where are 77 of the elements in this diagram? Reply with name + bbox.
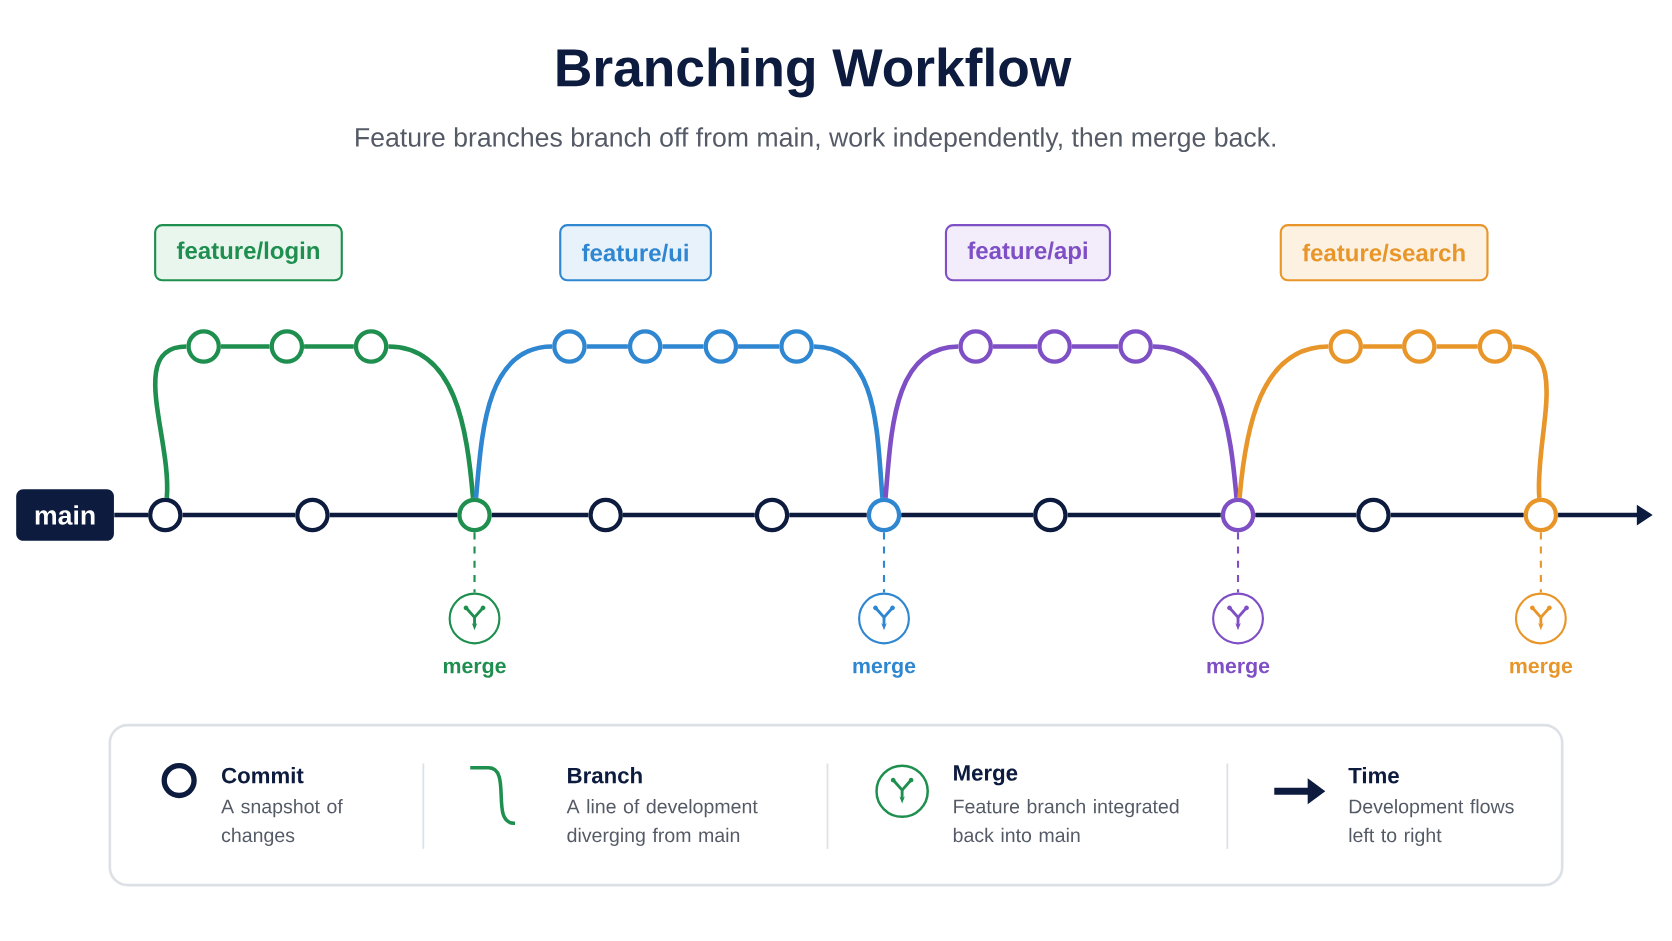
commit-circle: [627, 329, 663, 365]
timeline: [1255, 513, 1357, 518]
timeline: [622, 513, 755, 518]
branch-line: [1071, 344, 1119, 350]
merge-icon: [448, 592, 501, 645]
timeline: [1067, 513, 1221, 518]
branch-line: [1152, 344, 1239, 499]
legend-description: A line of development diverging from main: [566, 799, 758, 847]
commit-circle: [457, 498, 492, 533]
branch-line: [388, 344, 476, 499]
legend-title: Commit: [222, 767, 304, 784]
timeline: [491, 513, 589, 518]
connector-line: [1539, 532, 1542, 593]
branch-label-box: feature/search: [1279, 224, 1489, 282]
commit-circle: [1037, 329, 1072, 365]
branch-line: [152, 344, 187, 499]
branch-line: [738, 344, 780, 350]
commit-circle: [353, 329, 389, 365]
commit-circle: [703, 329, 739, 365]
commit-circle: [1356, 498, 1391, 533]
legend-description: Development flows left to right: [1349, 799, 1514, 847]
timeline: [182, 513, 296, 518]
branch-line: [1511, 344, 1549, 499]
branch-line: [662, 344, 704, 350]
branch-line: [304, 344, 354, 350]
commit-circle: [1477, 329, 1513, 365]
subtitle: Feature branches branch off from main, work independently, then merge back.: [356, 127, 1275, 153]
connector-line: [473, 532, 476, 593]
commit-circle: [866, 498, 902, 533]
legend-title: Branch: [568, 767, 642, 784]
title: Branching Workflow: [557, 47, 1072, 98]
commit-circle: [552, 329, 587, 365]
branch-label-box: feature/login: [154, 224, 343, 282]
branch-label-box: feature/ui: [559, 224, 712, 282]
branch-label-box: feature/api: [944, 224, 1111, 282]
commit-circle: [958, 329, 993, 365]
branch-line: [813, 344, 885, 499]
legend-description: Feature branch integrated back into main: [953, 799, 1179, 843]
merge-label: merge: [443, 661, 506, 678]
commit-circle: [186, 329, 221, 365]
timeline: [114, 513, 149, 518]
timeline: [789, 513, 867, 518]
timeline: [329, 513, 458, 518]
timeline: [901, 513, 1034, 518]
timeline: [1390, 513, 1524, 518]
commit-circle: [588, 498, 623, 533]
commit-circle: [1118, 329, 1153, 365]
commit-circle: [1328, 329, 1363, 365]
commit-circle: [148, 498, 183, 533]
main-label: main: [16, 489, 114, 542]
branch-line: [473, 344, 553, 499]
merge-icon: [1514, 592, 1567, 645]
branch-line: [992, 344, 1038, 350]
merge-label: merge: [853, 661, 916, 678]
commit-circle: [779, 329, 814, 365]
commit-circle: [269, 329, 305, 365]
commit-circle: [1402, 329, 1437, 365]
merge-icon: [1212, 592, 1264, 645]
merge-label: merge: [1510, 661, 1573, 678]
branch-line: [586, 344, 628, 350]
commit-circle: [754, 498, 790, 533]
branch-line: [883, 344, 959, 499]
connector-line: [1236, 532, 1240, 593]
merge-icon: [858, 592, 910, 645]
branch-line: [1237, 344, 1329, 499]
branch-line: [1436, 344, 1478, 350]
merge-label: merge: [1207, 661, 1270, 678]
commit-circle: [1033, 498, 1068, 533]
branch-line: [220, 344, 270, 350]
legend-title: Merge: [954, 765, 1018, 786]
commit-circle: [1220, 498, 1256, 533]
connector-line: [882, 532, 886, 593]
legend-description: A snapshot of changes: [221, 799, 343, 847]
legend-title: Time: [1348, 767, 1399, 784]
commit-circle: [1523, 498, 1559, 533]
commit-circle: [295, 498, 330, 533]
branch-line: [1362, 344, 1403, 350]
